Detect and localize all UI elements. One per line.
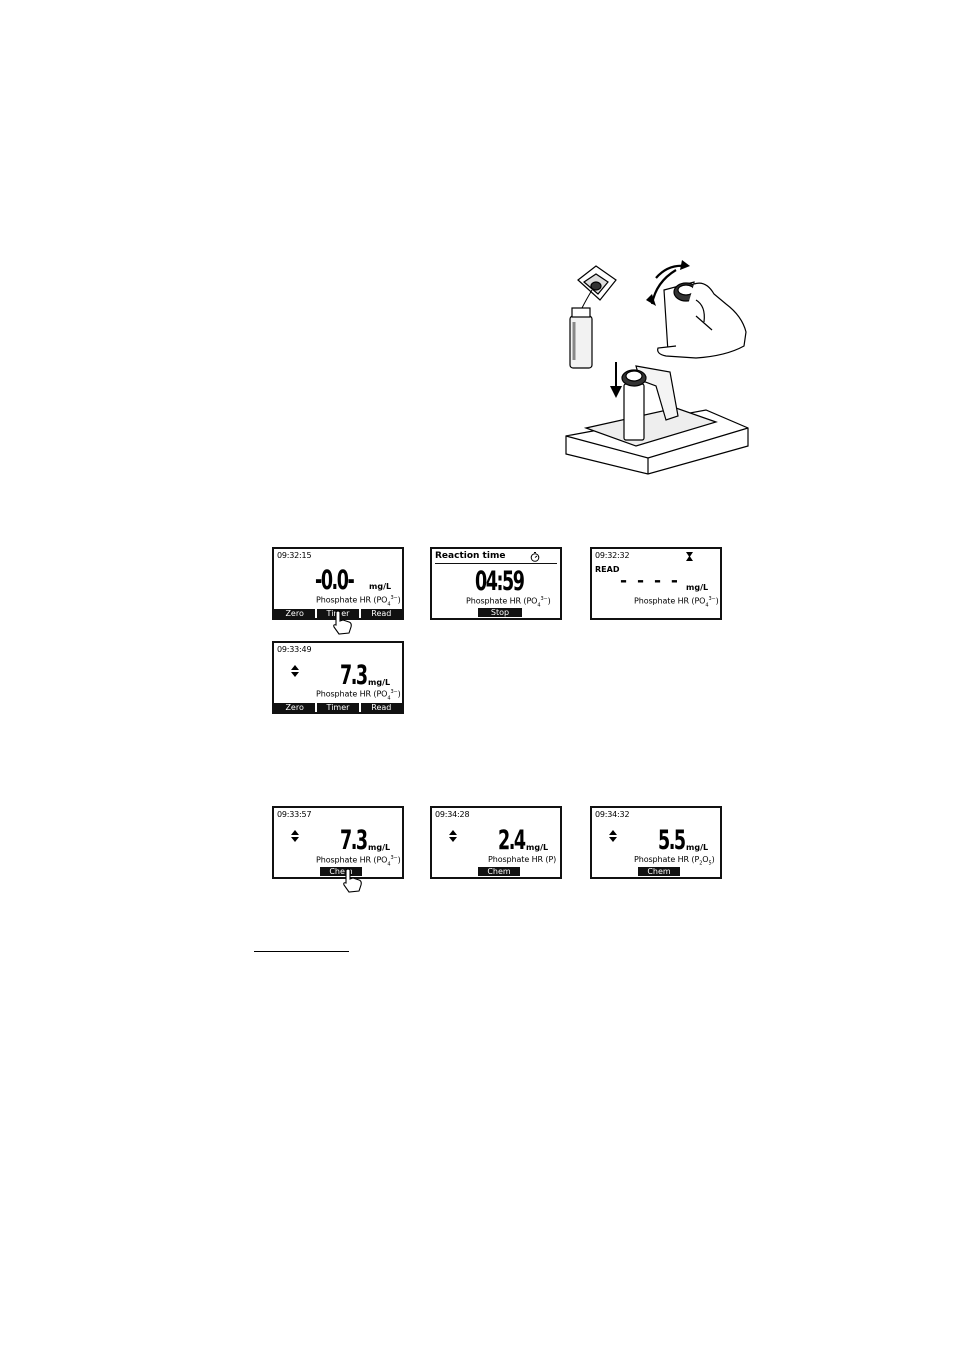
- reagent-packet-icon: [577, 265, 617, 301]
- chem-form-softkey[interactable]: Chem Frm: [638, 867, 680, 877]
- softkey-bar: Zero Timer Read: [274, 703, 402, 712]
- up-down-arrows-icon: [609, 830, 617, 842]
- clock-time: 09:32:32: [595, 551, 630, 560]
- reading-unit: mg/L: [686, 583, 709, 592]
- lcd-screen-chem-form-p: 09:34:28 2.4 mg/L Phosphate HR (P) Chem …: [430, 806, 562, 879]
- clock-time: 09:34:32: [595, 810, 630, 819]
- parameter-label: Phosphate HR (PO43−): [316, 689, 401, 702]
- clock-time: 09:34:28: [435, 810, 470, 819]
- read-status: READ: [595, 565, 620, 574]
- countdown-value: 04:59: [475, 566, 525, 597]
- lcd-screen-chem-form-p2o5: 09:34:32 5.5 mg/L Phosphate HR (P2O5) Ch…: [590, 806, 722, 879]
- reading-value: -0.0-: [315, 565, 355, 596]
- parameter-label: Phosphate HR (PO43−): [634, 596, 719, 609]
- sample-vial-icon: [569, 307, 593, 369]
- pointing-hand-icon: [333, 610, 352, 635]
- clock-time: 09:33:57: [277, 810, 312, 819]
- reading-value: 2.4: [498, 825, 526, 856]
- stopwatch-icon: [530, 552, 540, 562]
- parameter-label: Phosphate HR (PO43−): [316, 595, 401, 608]
- up-down-arrows-icon: [291, 830, 299, 842]
- read-softkey[interactable]: Read: [360, 703, 402, 712]
- up-down-arrows-icon: [291, 665, 299, 677]
- reading-placeholder: - - - -: [620, 571, 680, 591]
- parameter-label: Phosphate HR (PO43−): [316, 855, 401, 868]
- stop-softkey[interactable]: Stop: [478, 608, 522, 617]
- clock-time: 09:33:49: [277, 645, 312, 654]
- reading-unit: mg/L: [368, 678, 391, 687]
- hand-shaking-vial-icon: [657, 281, 747, 359]
- reading-unit: mg/L: [369, 582, 392, 591]
- lcd-screen-reading: 09:32:32 READ - - - - mg/L Phosphate HR …: [590, 547, 722, 620]
- parameter-label: Phosphate HR (PO43−): [466, 596, 551, 609]
- lcd-screen-result: 09:33:49 7.3 mg/L Phosphate HR (PO43−) Z…: [272, 641, 404, 714]
- hourglass-icon: [686, 552, 693, 561]
- zero-softkey[interactable]: Zero: [274, 703, 316, 712]
- parameter-label: Phosphate HR (P2O5): [634, 855, 715, 867]
- up-down-arrows-icon: [449, 830, 457, 842]
- reading-value: 7.3: [340, 825, 368, 856]
- zero-softkey[interactable]: Zero: [274, 609, 316, 618]
- reading-value: 5.5: [658, 825, 686, 856]
- procedure-illustration: [565, 260, 749, 475]
- insert-down-arrow-icon: [610, 362, 622, 398]
- pointing-hand-icon: [343, 868, 362, 893]
- read-softkey[interactable]: Read: [360, 609, 402, 618]
- lcd-screen-reaction-timer: Reaction time 04:59 Phosphate HR (PO43−)…: [430, 547, 562, 620]
- footnote-rule: [254, 951, 349, 952]
- parameter-label: Phosphate HR (P): [488, 855, 557, 864]
- title-divider: [435, 563, 557, 564]
- reading-unit: mg/L: [368, 843, 391, 852]
- lcd-screen-chem-form-po4: 09:33:57 7.3 mg/L Phosphate HR (PO43−) C…: [272, 806, 404, 879]
- reading-value: 7.3: [340, 660, 368, 691]
- chem-form-softkey[interactable]: Chem Frm: [478, 867, 520, 877]
- chem-form-softkey[interactable]: Chem Frm: [320, 867, 362, 877]
- reading-unit: mg/L: [686, 843, 709, 852]
- reading-unit: mg/L: [526, 843, 549, 852]
- clock-time: 09:32:15: [277, 551, 312, 560]
- photometer-icon: [565, 365, 749, 475]
- screen-title: Reaction time: [435, 551, 506, 561]
- timer-softkey[interactable]: Timer: [317, 703, 359, 712]
